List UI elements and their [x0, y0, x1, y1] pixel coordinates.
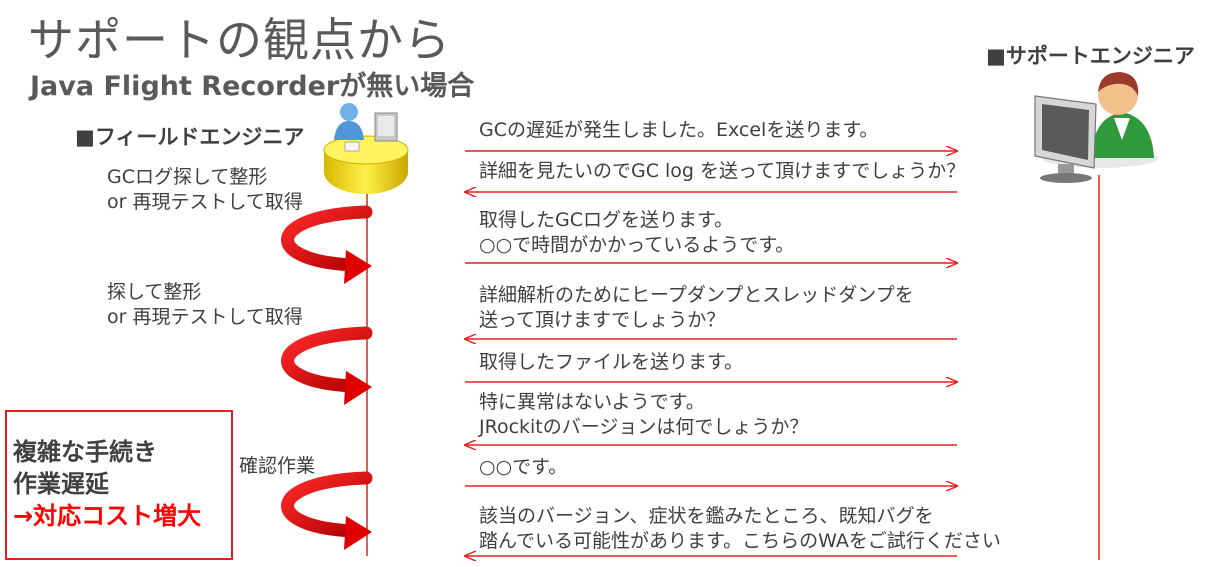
message-1: GCの遅延が発生しました。Excelを送ります。 — [479, 118, 878, 143]
message-3: 取得したGCログを送ります。 ○○で時間がかかっているようです。 — [479, 208, 794, 258]
message-line: ○○です。 — [479, 456, 568, 478]
message-5: 取得したファイルを送ります。 — [479, 350, 743, 375]
note-line: or 再現テストして取得 — [107, 191, 303, 213]
message-line: 取得したファイルを送ります。 — [479, 351, 744, 373]
message-6: 特に異常はないようです。 JRockitのバージョンは何でしょうか？ — [479, 390, 808, 440]
field-note-1: GCログ探して整形 or 再現テストして取得 — [107, 165, 303, 215]
page-subtitle: Java Flight Recorderが無い場合 — [30, 71, 475, 102]
message-line: 送って頂けますでしょうか？ — [479, 309, 726, 331]
message-line: ○○で時間がかかっているようです。 — [479, 234, 795, 256]
person-at-computer-icon — [1034, 72, 1158, 183]
message-4: 詳細解析のためにヒープダンプとスレッドダンプを 送って頂けますでしょうか？ — [479, 283, 914, 333]
field-note-3: 確認作業 — [239, 454, 315, 479]
message-line: 取得したGCログを送ります。 — [479, 209, 734, 231]
message-2: 詳細を見たいのでGC log を送って頂けますでしょうか？ — [479, 159, 965, 184]
person-at-desk-icon — [323, 103, 409, 194]
note-line: GCログ探して整形 — [107, 166, 268, 188]
cost-line-cost-increase: →対応コスト増大 — [13, 502, 202, 530]
note-line: or 再現テストして取得 — [107, 306, 303, 328]
message-8: 該当のバージョン、症状を鑑みたところ、既知バグを 踏んでいる可能性があります。こ… — [479, 504, 1001, 554]
page-title: サポートの観点から — [28, 13, 451, 67]
message-line: 該当のバージョン、症状を鑑みたところ、既知バグを — [479, 505, 934, 527]
curved-loop-arrow-icon — [281, 205, 373, 284]
field-engineer-label: ■フィールドエンジニア — [75, 125, 305, 149]
cost-callout-box: 複雑な手続き 作業遅延 →対応コスト増大 — [5, 410, 233, 560]
cost-line-work-delay: 作業遅延 — [13, 470, 109, 498]
field-note-2: 探して整形 or 再現テストして取得 — [107, 280, 303, 330]
curved-loop-arrow-icon — [281, 471, 373, 550]
message-line: 詳細を見たいのでGC log を送って頂けますでしょうか？ — [479, 160, 966, 182]
curved-loop-arrow-icon — [281, 326, 373, 405]
message-line: JRockitのバージョンは何でしょうか？ — [479, 416, 809, 438]
message-7: ○○です。 — [479, 455, 567, 480]
message-line: 特に異常はないようです。 — [479, 391, 705, 413]
note-line: 探して整形 — [107, 281, 202, 303]
message-line: GCの遅延が発生しました。Excelを送ります。 — [479, 119, 879, 141]
message-line: 詳細解析のためにヒープダンプとスレッドダンプを — [479, 284, 914, 306]
note-line: 確認作業 — [239, 455, 316, 477]
support-engineer-label: ■サポートエンジニア — [986, 44, 1195, 68]
cost-line-complex-procedure: 複雑な手続き — [13, 438, 157, 466]
message-line: 踏んでいる可能性があります。こちらのWAをご試行ください — [479, 530, 1001, 552]
